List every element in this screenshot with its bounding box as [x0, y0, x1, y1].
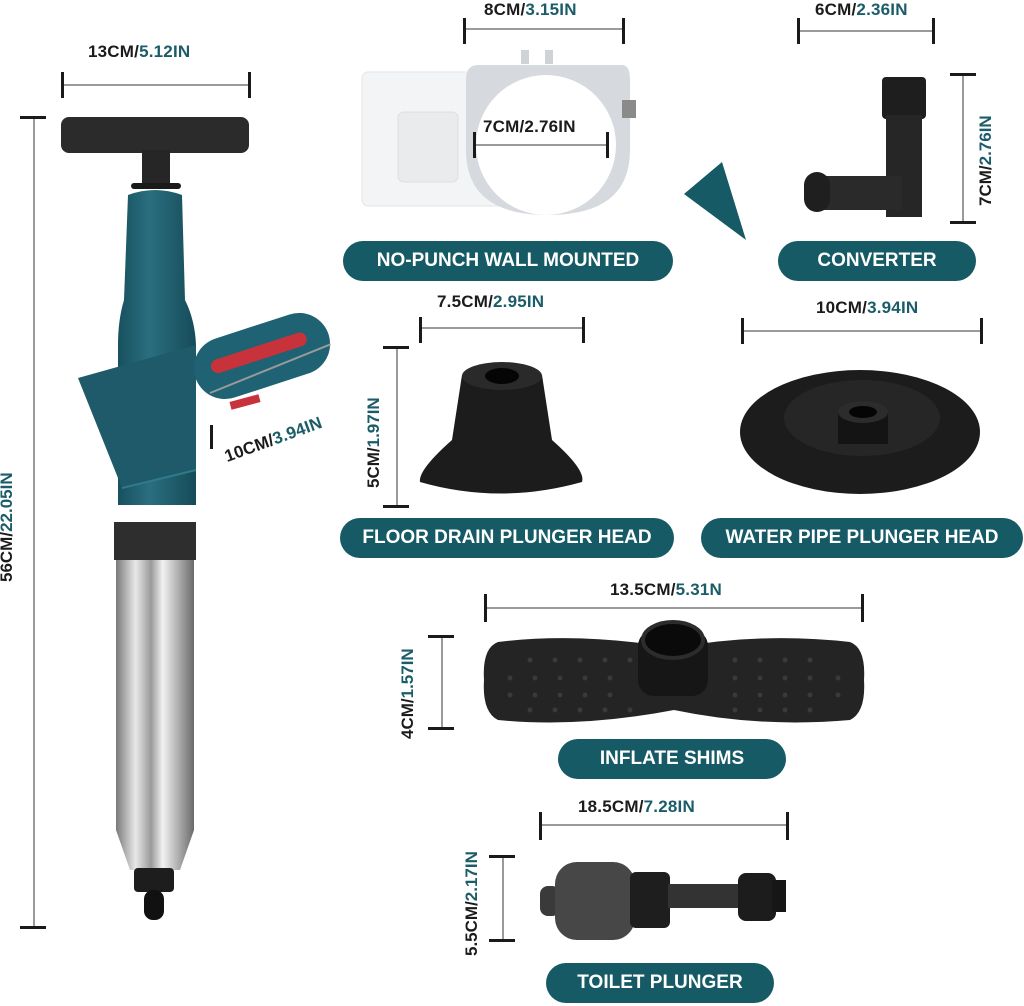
dim-tick	[741, 318, 744, 344]
dim-tick	[20, 926, 46, 929]
dim-in: 2.76IN	[976, 115, 995, 166]
dim-in: 3.15IN	[525, 0, 577, 19]
dim-tick	[797, 18, 800, 44]
inflate-shims-illustration	[483, 620, 865, 723]
dim-cm: 13CM/	[88, 42, 140, 61]
dim-line	[33, 117, 35, 927]
dim-in: 2.95IN	[493, 292, 545, 311]
dim-in: 5.31N	[675, 580, 723, 599]
dim-tick	[950, 221, 976, 224]
dim-tick	[463, 18, 466, 44]
dim-cm: 10CM/	[816, 298, 868, 317]
dim-line	[441, 636, 443, 728]
converter-illustration	[804, 77, 926, 217]
dim-line	[474, 144, 608, 146]
water-pipe-width-label: 10CM/3.94IN	[816, 298, 918, 318]
dim-tick	[489, 939, 515, 942]
dim-tick	[861, 594, 864, 622]
dim-in: 2.17IN	[462, 851, 481, 902]
dim-cm: 7.5CM/	[437, 292, 493, 311]
floor-drain-illustration	[419, 362, 583, 494]
dim-cm: 5.5CM/	[462, 901, 481, 956]
dim-cm: 8CM/	[484, 0, 526, 19]
dim-tick	[428, 727, 454, 730]
wall-mount-label: NO-PUNCH WALL MOUNTED	[343, 241, 673, 281]
wall-mount-inner-label: 7CM/2.76IN	[483, 117, 576, 137]
dim-tick	[20, 116, 46, 119]
dim-in: 7.28IN	[643, 797, 695, 816]
dim-tick	[539, 812, 542, 840]
toilet-plunger-label: TOILET PLUNGER	[546, 963, 774, 1003]
floor-drain-label: FLOOR DRAIN PLUNGER HEAD	[340, 518, 674, 558]
inflate-shims-height-label: 4CM/1.57IN	[398, 648, 418, 739]
dim-tick	[932, 18, 935, 44]
dim-in: 1.97IN	[364, 397, 383, 448]
dim-cm: 18.5CM/	[578, 797, 644, 816]
inflate-shims-label: INFLATE SHIMS	[558, 739, 786, 779]
dim-tick	[484, 594, 487, 622]
dim-line	[962, 74, 964, 222]
dim-line	[798, 30, 934, 32]
dim-tick	[248, 72, 251, 98]
dim-tick	[210, 425, 213, 449]
water-pipe-label: WATER PIPE PLUNGER HEAD	[701, 518, 1023, 558]
dim-line	[485, 607, 863, 609]
dim-tick	[489, 855, 515, 858]
dim-line	[742, 330, 982, 332]
dim-tick	[419, 317, 422, 343]
dim-tick	[622, 18, 625, 44]
dim-tick	[606, 132, 609, 158]
dim-cm: 4CM/	[398, 698, 417, 739]
floor-drain-height-label: 5CM/1.97IN	[364, 397, 384, 488]
water-pipe-illustration	[740, 370, 980, 494]
plunger-illustration	[61, 117, 331, 920]
plunger-height-label: 56CM/22.05IN	[0, 472, 17, 582]
floor-drain-width-label: 7.5CM/2.95IN	[437, 292, 544, 312]
dim-in: 2.36IN	[856, 0, 908, 19]
dim-line	[62, 84, 250, 86]
converter-label: CONVERTER	[778, 241, 976, 281]
dim-line	[464, 28, 624, 30]
plunger-width-label: 13CM/5.12IN	[88, 42, 190, 62]
dim-in: 5.12IN	[139, 42, 191, 61]
toilet-plunger-illustration	[540, 862, 786, 940]
dim-tick	[950, 73, 976, 76]
dim-cm: 5CM/	[364, 447, 383, 488]
dim-in: 1.57IN	[398, 648, 417, 699]
dim-tick	[428, 635, 454, 638]
pointer-triangle-icon	[684, 162, 746, 240]
dim-in: 3.94IN	[867, 298, 919, 317]
toilet-plunger-width-label: 18.5CM/7.28IN	[578, 797, 695, 817]
dim-in: 22.05IN	[0, 472, 16, 532]
dim-cm: 13.5CM/	[610, 580, 676, 599]
toilet-plunger-height-label: 5.5CM/2.17IN	[462, 851, 482, 956]
dim-line	[540, 824, 788, 826]
dim-cm: 6CM/	[815, 0, 857, 19]
dim-tick	[383, 346, 409, 349]
dim-tick	[786, 812, 789, 840]
dim-tick	[61, 72, 64, 98]
dim-tick	[582, 317, 585, 343]
converter-height-label: 7CM/2.76IN	[976, 115, 996, 206]
dim-cm: 7CM/	[976, 165, 995, 206]
converter-width-label: 6CM/2.36IN	[815, 0, 908, 20]
wall-mount-width-label: 8CM/3.15IN	[484, 0, 577, 20]
inflate-shims-width-label: 13.5CM/5.31N	[610, 580, 722, 600]
dim-line	[396, 347, 398, 507]
dim-cm: 56CM/	[0, 531, 16, 582]
dim-tick	[473, 132, 476, 158]
dim-line	[420, 327, 584, 329]
dim-line	[502, 856, 504, 940]
dim-tick	[383, 505, 409, 508]
dim-tick	[980, 318, 983, 344]
dim-cm: 7CM/2.76IN	[483, 117, 576, 136]
